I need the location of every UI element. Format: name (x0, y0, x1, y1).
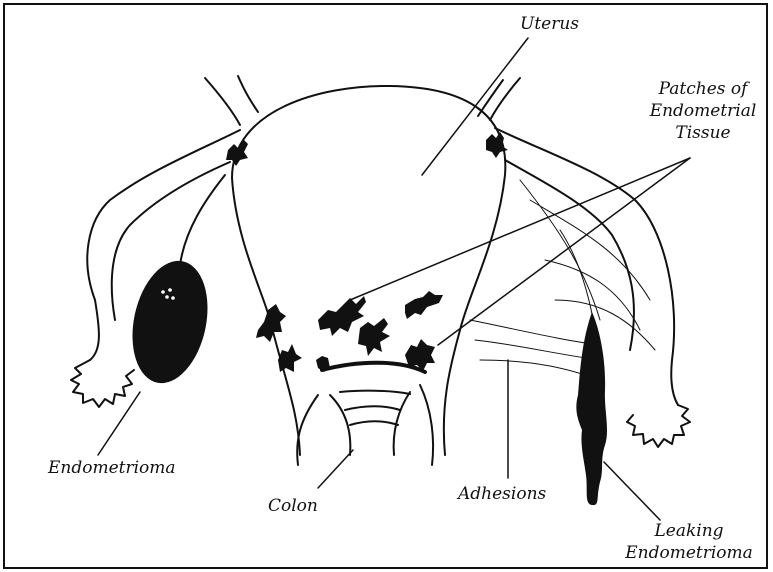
ligament-right (490, 78, 520, 120)
uterus-pointer (422, 38, 528, 175)
right-tube-inner (505, 160, 634, 350)
patches-label-line2: Endometrial (643, 100, 763, 122)
patch-5 (256, 304, 286, 342)
leaking-label-line1: Leaking (624, 520, 754, 542)
endometrioma-label: Endometrioma (48, 458, 176, 478)
left-tube-inner2 (180, 175, 225, 265)
patches-pointer-1 (350, 158, 690, 300)
patches-label-line3: Tissue (643, 122, 763, 144)
patches-pointer-2 (438, 158, 690, 345)
leaking-endometrioma-shape (576, 312, 607, 505)
leaking-label-line2: Endometrioma (624, 542, 754, 564)
right-fimbriae (627, 405, 690, 447)
patch-2 (358, 318, 390, 356)
colon-pointer (318, 450, 353, 488)
colon-label: Colon (268, 496, 318, 516)
patches-label-line1: Patches of (643, 78, 763, 100)
uterus-outline (232, 86, 505, 455)
endometrioma-cyst (122, 254, 218, 390)
ligament-left-2 (238, 76, 258, 112)
ligament-left (205, 78, 240, 125)
patch-6 (278, 344, 302, 372)
colon-right (420, 385, 433, 465)
uterus-label: Uterus (520, 14, 579, 34)
left-fimbriae (71, 360, 134, 407)
patch-3 (405, 291, 443, 319)
patch-1 (318, 296, 366, 336)
patch-4 (405, 339, 435, 371)
leaking-pointer (604, 462, 660, 520)
leaking-endometrioma-label: Leaking Endometrioma (624, 520, 754, 564)
adhesions-label: Adhesions (458, 484, 546, 504)
patches-label: Patches of Endometrial Tissue (643, 78, 763, 144)
